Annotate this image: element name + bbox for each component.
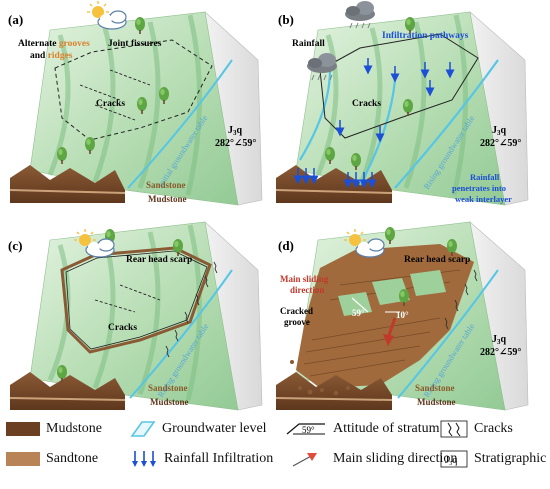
panel-b-infiltration-arrows <box>293 58 455 189</box>
panel-a-sandstone: Sandstone <box>146 180 186 190</box>
panel-b-label: (b) <box>278 12 294 27</box>
panel-d-main-sliding-1: Main sliding <box>280 274 329 284</box>
panel-d-green-block <box>338 292 372 316</box>
panel-d-rear-scarp: Rear head scarp <box>404 255 470 265</box>
panel-d-sandstone: Sandstone <box>415 383 455 393</box>
panel-d-cracked-1: Cracked <box>280 306 313 316</box>
panel-c-slope <box>29 221 239 411</box>
panel-d-sliding-arrow <box>386 317 397 339</box>
panel-a-cracks <box>79 69 151 121</box>
panel-a-attitude: 282°∠59° <box>215 138 256 149</box>
panel-a-sand-layer <box>9 189 126 194</box>
panel-d-debris <box>290 360 350 396</box>
panel-b-infiltration-outline <box>319 33 479 139</box>
legend-sandstone-label: Sandtone <box>46 451 99 466</box>
legend-sliding: Main sliding direction <box>285 448 457 470</box>
sandstone-swatch-icon <box>6 452 40 466</box>
panel-d: (d) Rear head scarp Main sliding directi… <box>275 221 529 411</box>
panel-d-sand-layer <box>275 397 393 401</box>
groundwater-icon <box>130 421 156 437</box>
panel-d-cracked-2: groove <box>284 317 310 327</box>
panel-b-infiltration-label: Infiltration pathways <box>382 31 469 41</box>
panel-d-groundwater-line <box>397 269 499 399</box>
panel-a-mudstone: Mudstone <box>148 194 187 204</box>
panel-b-penetrates-3: weak interlayer <box>455 194 512 204</box>
legend-strat-age-label: Stratigraphic age <box>474 451 550 466</box>
cracks-icon <box>440 420 468 438</box>
legend-sliding-label: Main sliding direction <box>333 451 458 466</box>
legend-cracks: Cracks <box>440 418 513 440</box>
panel-a-cracks-label: Cracks <box>96 99 125 109</box>
legend-groundwater-label: Groundwater level <box>162 421 267 436</box>
panel-d-angle-10: 10° <box>396 310 409 320</box>
panel-b-stratum: J3q <box>492 125 507 137</box>
panel-a-joint-fissures: Joint fissures <box>108 39 162 49</box>
legend-strat-age: J₃q Stratigraphic age <box>440 448 550 470</box>
panel-c-groundwater-line <box>129 269 233 399</box>
panel-c-sandstone: Sandstone <box>148 383 188 393</box>
panel-b-penetrates-1: Rainfall <box>470 172 500 182</box>
panel-c-rear-scarp: Rear head scarp <box>126 255 192 265</box>
panel-b-cracks-label: Cracks <box>352 99 381 109</box>
panel-a-label: (a) <box>8 12 23 27</box>
panel-c-label: (c) <box>8 238 22 253</box>
legend: Mudstone Sandtone Groundwater level Rain… <box>0 412 550 489</box>
panel-a-and-ridges: and ridges <box>30 51 73 61</box>
panel-a: (a) Alternate grooves and ridges Joint f… <box>8 0 263 206</box>
panel-a-stratum: J3q <box>228 125 243 137</box>
panel-c-mudstone: Mudstone <box>150 397 189 407</box>
panel-b-sand-layer <box>275 189 393 194</box>
panel-b: (b) Rainfall Infiltration pathways Crack… <box>275 0 529 206</box>
panel-d-attitude: 282°∠59° <box>480 347 521 358</box>
legend-rainfall-label: Rainfall Infiltration <box>164 451 274 466</box>
panel-b-slope <box>295 11 506 206</box>
panel-c-sand-layer <box>9 397 126 401</box>
legend-sandstone: Sandtone <box>6 448 98 470</box>
sliding-arrow-icon <box>292 453 317 467</box>
panel-b-penetrates-2: penetrates into <box>452 183 506 193</box>
mudstone-swatch-icon <box>6 422 40 436</box>
attitude-symbol-icon: 59° <box>286 423 325 435</box>
panel-c-cracks <box>94 284 161 313</box>
legend-attitude: 59° Attitude of stratum <box>285 418 440 440</box>
panel-b-rainfall: Rainfall <box>292 39 325 49</box>
panel-d-angle-59: 59° <box>352 308 365 318</box>
panel-d-attitude-line <box>351 297 369 313</box>
panel-c-scarp-outline <box>60 246 212 354</box>
legend-rainfall: Rainfall Infiltration <box>130 448 273 470</box>
legend-mudstone-label: Mudstone <box>46 421 102 436</box>
panel-a-front-block <box>10 165 125 203</box>
legend-attitude-label: Attitude of stratum <box>333 421 440 436</box>
panel-d-sliding-arrowhead <box>383 334 394 346</box>
panel-d-label: (d) <box>278 238 294 253</box>
panel-a-slope <box>29 11 239 206</box>
panel-b-front-block <box>276 165 392 203</box>
legend-strat-symbol: J₃q <box>445 455 457 466</box>
panel-a-groundwater-line <box>127 59 233 189</box>
panel-b-attitude: 282°∠59° <box>480 138 521 149</box>
panel-d-main-sliding-2: direction <box>290 285 324 295</box>
panel-d-mudstone: Mudstone <box>417 397 456 407</box>
panel-c-cracks-label: Cracks <box>108 323 137 333</box>
panel-c: (c) Rear head scarp Cracks Rising ground… <box>8 221 263 411</box>
legend-mudstone: Mudstone <box>6 418 102 440</box>
panel-b-groundwater-line <box>299 59 499 189</box>
strat-age-icon: J₃q <box>440 450 468 468</box>
panel-d-green-block <box>410 270 446 296</box>
legend-cracks-label: Cracks <box>474 421 513 436</box>
legend-attitude-symbol: 59° <box>302 425 315 435</box>
panel-a-alternate-grooves: Alternate grooves <box>18 39 90 49</box>
legend-groundwater: Groundwater level <box>130 418 267 440</box>
panel-a-fissure-outline <box>54 39 213 141</box>
panel-d-stratum: J3q <box>492 334 507 346</box>
rainfall-arrows-icon <box>132 451 156 467</box>
